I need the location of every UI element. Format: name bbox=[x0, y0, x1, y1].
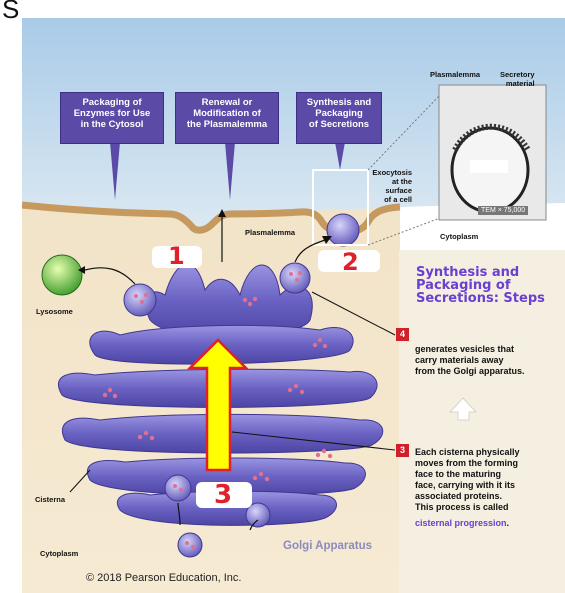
arrow-to-lysosome bbox=[84, 267, 136, 285]
extracellular-region bbox=[22, 18, 565, 231]
box-synthesis-secretions: Synthesis and Packaging of Secretions bbox=[296, 92, 382, 144]
lysosome bbox=[41, 254, 83, 296]
arrow-vesicle-3 bbox=[249, 519, 259, 531]
step-3-term-line: cisternal progression. bbox=[415, 518, 509, 529]
header-fragment: S bbox=[2, 0, 20, 24]
arrow-to-exocytosis bbox=[294, 239, 326, 263]
pointer-renewal bbox=[225, 142, 235, 200]
step-4-badge: 4 bbox=[396, 328, 409, 341]
step-3-end: . bbox=[506, 518, 510, 528]
step-3-term: cisternal progression bbox=[415, 518, 507, 528]
handwritten-box-1 bbox=[152, 246, 202, 268]
sidebar-up-arrow bbox=[448, 397, 478, 421]
label-golgi-apparatus: Golgi Apparatus bbox=[283, 540, 373, 552]
step-4-text: generates vesicles that carry materials … bbox=[415, 344, 525, 376]
pointer-enzymes bbox=[110, 142, 120, 200]
exocytosis-highlight bbox=[312, 169, 369, 246]
cisternal-progression-arrow bbox=[186, 338, 250, 472]
golgi-apparatus bbox=[57, 263, 384, 526]
label-cytoplasm: Cytoplasm bbox=[40, 549, 79, 558]
inset-magnification: TEM × 75,000 bbox=[478, 206, 529, 215]
handwritten-number-3: 3 bbox=[214, 480, 233, 510]
inset-label-plasmalemma: Plasmalemma bbox=[430, 70, 481, 79]
label-exocytosis: Exocytosis at the surface of a cell bbox=[372, 168, 412, 204]
vesicle-transport-2 bbox=[177, 532, 203, 558]
handwritten-box-3 bbox=[196, 482, 252, 508]
handwritten-number-1: 1 bbox=[168, 242, 185, 270]
label-cisterna: Cisterna bbox=[35, 495, 66, 504]
inset-label-secretory: Secretory material bbox=[500, 70, 535, 88]
sidebar-panel bbox=[399, 250, 565, 593]
label-lysosome: Lysosome bbox=[36, 307, 73, 316]
vesicle-transport-1 bbox=[164, 474, 192, 502]
box-renewal-plasmalemma: Renewal or Modification of the Plasmalem… bbox=[175, 92, 279, 144]
vesicle-transport-3 bbox=[245, 502, 271, 528]
pointer-synthesis bbox=[335, 142, 345, 170]
inset-label-cytoplasm: Cytoplasm bbox=[440, 232, 479, 241]
vesicle-secretory bbox=[279, 262, 311, 294]
leader-cisterna bbox=[69, 469, 91, 493]
vesicle-enzymes bbox=[123, 283, 157, 317]
vesicle-exocytosis bbox=[326, 213, 360, 247]
label-plasmalemma: Plasmalemma bbox=[245, 228, 296, 237]
copyright: © 2018 Pearson Education, Inc. bbox=[86, 572, 242, 584]
step-3-text: Each cisterna physically moves from the … bbox=[415, 447, 520, 512]
leader-step3 bbox=[231, 431, 396, 451]
handwritten-number-2: 2 bbox=[342, 248, 359, 276]
handwritten-box-2 bbox=[318, 250, 380, 272]
box-packaging-enzymes: Packaging of Enzymes for Use in the Cyto… bbox=[60, 92, 164, 144]
leader-step4 bbox=[311, 291, 396, 336]
arrow-vesicle-1 bbox=[177, 502, 181, 526]
step-3-badge: 3 bbox=[396, 444, 409, 457]
sidebar-title: Synthesis and Packaging of Secretions: S… bbox=[416, 265, 545, 306]
